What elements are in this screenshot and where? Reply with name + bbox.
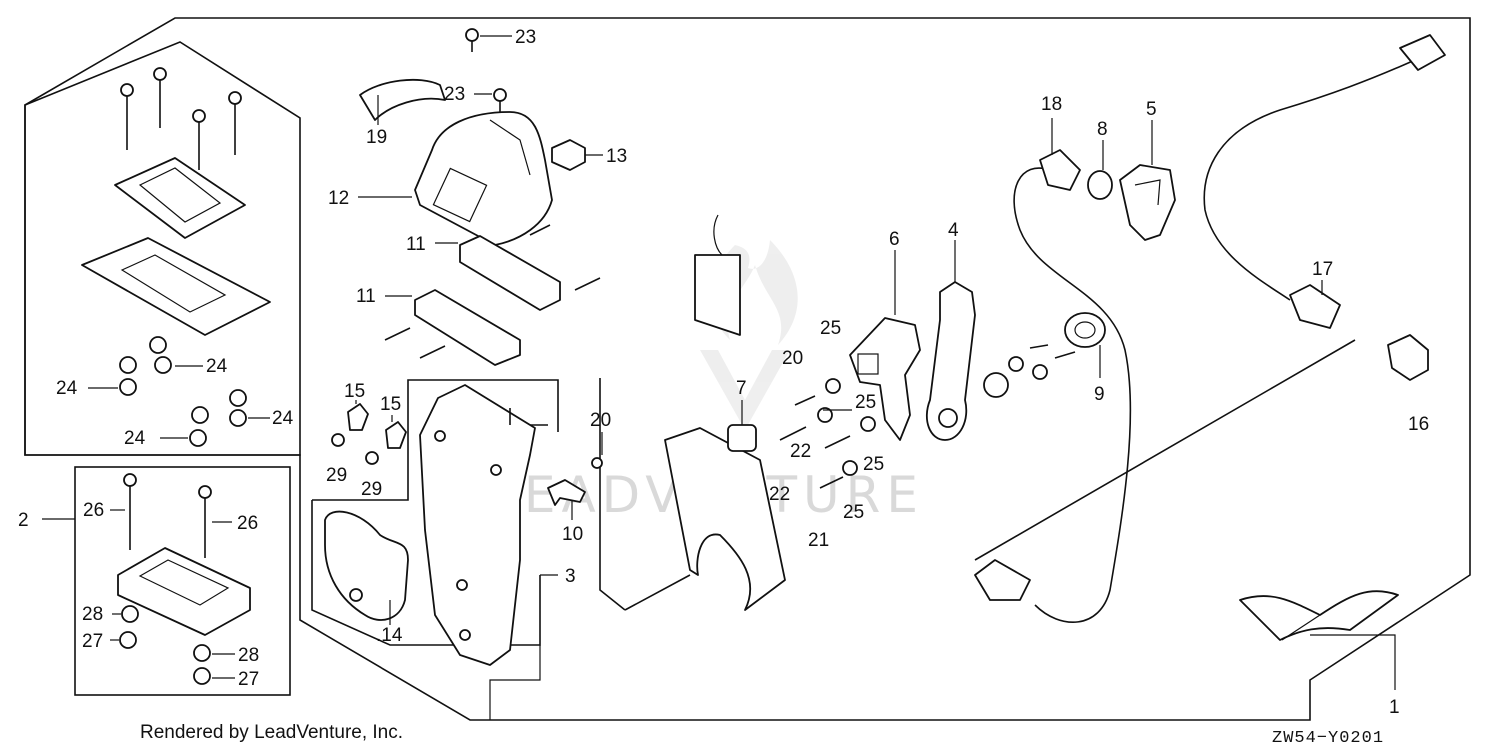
harness-right xyxy=(1203,34,1446,329)
kit-gasket-plate xyxy=(114,157,246,239)
callout-24d: 24 xyxy=(124,428,146,449)
callout-23a: 23 xyxy=(515,27,536,48)
part-8-grommet xyxy=(1087,140,1113,200)
callout-25c: 25 xyxy=(863,454,884,475)
callout-24a: 24 xyxy=(206,356,228,377)
part-5-grip xyxy=(1119,120,1176,241)
callout-9: 9 xyxy=(1094,384,1105,405)
harness-frame-left xyxy=(624,574,691,611)
callout-27b: 27 xyxy=(238,669,259,690)
callout-1: 1 xyxy=(1389,697,1400,718)
part1-bracket xyxy=(1310,634,1396,690)
callout-22b: 22 xyxy=(769,484,790,505)
part-13-clip xyxy=(551,139,603,171)
callout-5: 5 xyxy=(1146,99,1157,120)
callout-10: 10 xyxy=(562,524,583,545)
control-box-bracket xyxy=(311,378,626,646)
harness-frame-top xyxy=(974,339,1356,561)
callout-18: 18 xyxy=(1041,94,1062,115)
part-12-housing xyxy=(414,111,553,246)
callout-numbers: 1 2 3 4 5 6 7 8 9 10 11 11 12 13 .14 15 … xyxy=(18,27,1429,718)
callout-11b: 11 xyxy=(356,286,376,307)
callout-14: .14 xyxy=(376,625,403,646)
callout-7: 7 xyxy=(736,378,747,399)
callout-6: 6 xyxy=(889,229,900,250)
harness-left xyxy=(974,118,1132,623)
callout-15b: 15 xyxy=(380,394,401,415)
callout-19: 19 xyxy=(366,127,387,148)
spacer-kit-box xyxy=(74,466,291,696)
callout-22a: 22 xyxy=(790,441,811,462)
callout-20a: 20 xyxy=(782,348,803,369)
leaders-24 xyxy=(88,365,270,439)
kit-gasket-sheet xyxy=(81,237,271,336)
callout-27a: 27 xyxy=(82,631,103,652)
part-10-clamp xyxy=(547,432,603,520)
callout-29b: 29 xyxy=(361,479,382,500)
callout-20b: 20 xyxy=(590,410,611,431)
callout-29a: 29 xyxy=(326,465,347,486)
diagram-code: ZW54−Y0201 xyxy=(1272,729,1384,748)
callout-13: 13 xyxy=(606,146,627,167)
part-6-arm xyxy=(849,250,921,441)
mounting-kit-box xyxy=(24,41,301,456)
part-3-control-box xyxy=(419,384,548,666)
callout-11a: 11 xyxy=(406,234,426,255)
part-19-cover xyxy=(359,78,446,125)
part-14-cover-plate xyxy=(324,510,409,621)
kit-bolts xyxy=(120,67,242,170)
callout-12: 12 xyxy=(328,188,349,209)
callout-24c: 24 xyxy=(272,408,294,429)
callout-16: 16 xyxy=(1408,414,1429,435)
callout-25d: 25 xyxy=(843,502,864,523)
callout-2: 2 xyxy=(18,510,29,531)
part-1-manual-book xyxy=(1239,590,1399,641)
callout-23b: 23 xyxy=(444,84,465,105)
callout-15a: 15 xyxy=(344,381,365,402)
part-15-29-clips xyxy=(331,400,407,465)
callout-3: 3 xyxy=(565,566,576,587)
part-16-clip xyxy=(1387,334,1429,381)
callout-25b: 25 xyxy=(855,392,876,413)
callout-26a: 26 xyxy=(83,500,104,521)
callout-28a: 28 xyxy=(82,604,103,625)
leaders-26-27-28 xyxy=(110,509,235,679)
callout-4: 4 xyxy=(948,220,959,241)
callout-28b: 28 xyxy=(238,645,259,666)
part-23-screws xyxy=(465,28,512,112)
part-9-bushing xyxy=(983,312,1106,398)
part-4-lever xyxy=(925,240,976,441)
kit-nuts xyxy=(119,336,247,447)
callout-8: 8 xyxy=(1097,119,1108,140)
callout-25a: 25 xyxy=(820,318,841,339)
footer-credit: Rendered by LeadVenture, Inc. xyxy=(140,722,403,743)
part-7-plug xyxy=(727,400,757,452)
callout-17: 17 xyxy=(1312,259,1333,280)
small-screws-washers xyxy=(779,378,876,489)
spacer-kit-parts xyxy=(117,473,251,685)
part-11-brackets xyxy=(384,224,601,366)
callout-24b: 24 xyxy=(56,378,78,399)
base-bracket xyxy=(489,645,541,720)
callout-21: 21 xyxy=(808,530,829,551)
label-tag-and-sheet xyxy=(664,214,786,611)
callout-26b: 26 xyxy=(237,513,258,534)
